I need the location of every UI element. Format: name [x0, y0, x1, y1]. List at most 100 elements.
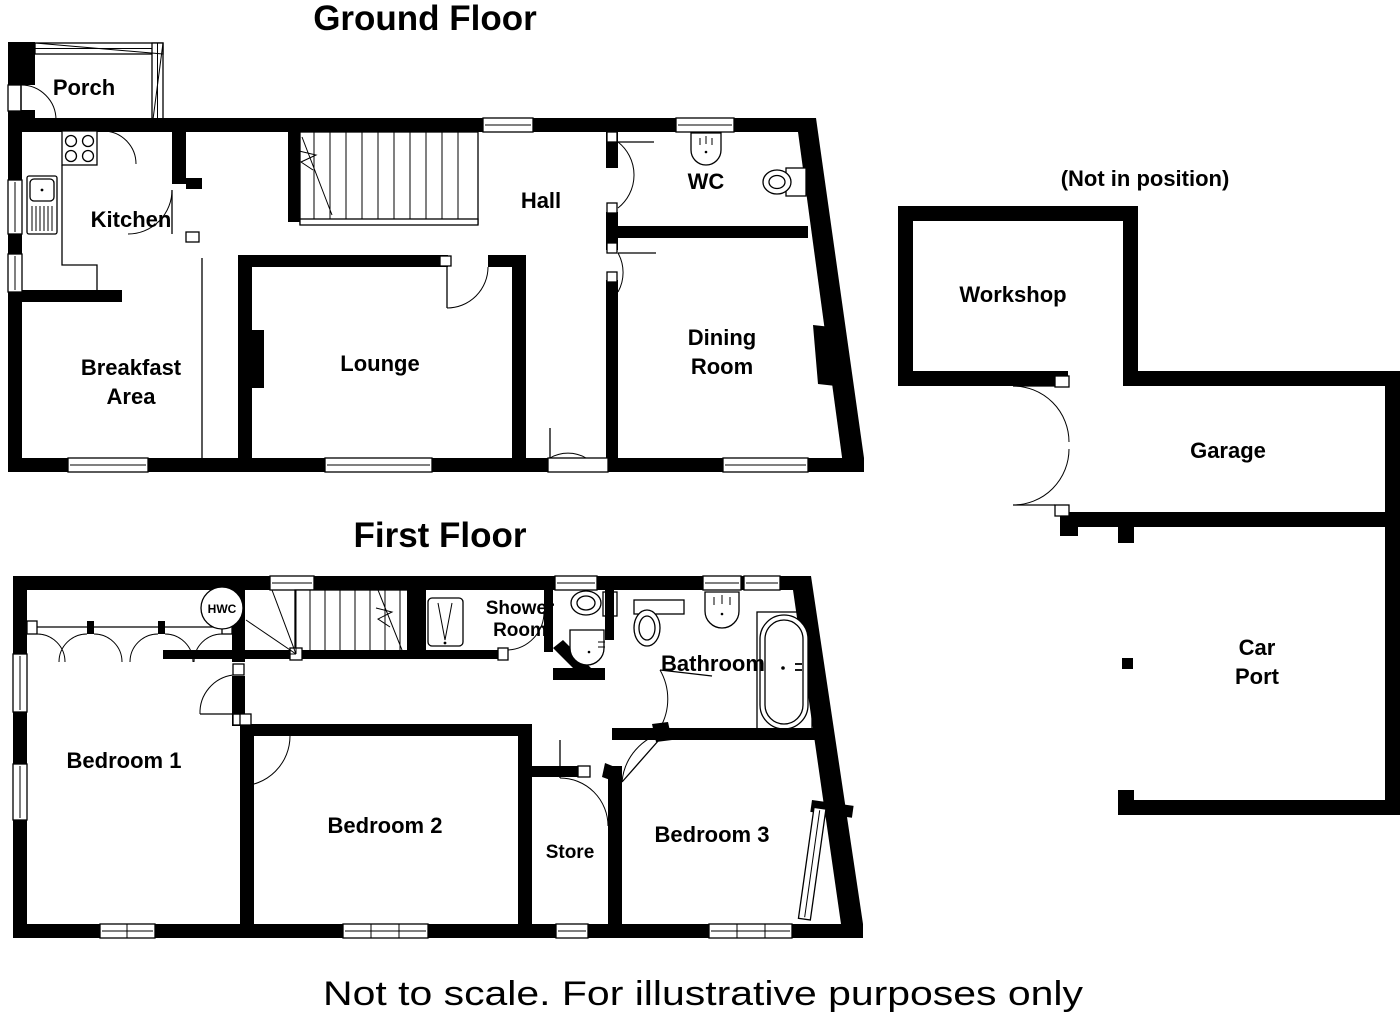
bed3-angled-window: [797, 806, 827, 921]
bed1-wardrobe-divider-1: [87, 621, 94, 634]
outbuildings-plan: Workshop Garage: [898, 206, 1400, 815]
garage-door-jamb-bottom: [1054, 504, 1070, 517]
bed2-wall-right: [518, 724, 532, 924]
bed1-wardrobe-end-l: [26, 620, 38, 635]
shower-wall-bottom-2: [553, 668, 605, 680]
lounge-door-swing: [446, 266, 489, 309]
ff-wall-bottom: [13, 924, 863, 938]
shower-wall-right: [544, 590, 553, 652]
bedroom-3-label: Bedroom 3: [655, 822, 770, 847]
car-port-wall-right: [1385, 525, 1400, 815]
gf-wall-bottom: [8, 458, 864, 472]
kitchen-wall-bottom: [22, 290, 122, 302]
wc-door-jamb-top: [606, 131, 618, 143]
hall-wall-wc-lower: [606, 212, 618, 250]
ff-wall-left-c: [13, 820, 27, 938]
shower-wall-angled: [553, 640, 592, 677]
hob-burner-1: [64, 134, 78, 148]
ff-stairs-direction-line: [377, 589, 403, 651]
ff-stairs-direction-arrow: [375, 607, 394, 628]
bedroom-1-structure: [26, 586, 245, 726]
bathroom-door-post: [652, 722, 672, 742]
gf-wall-top-left: [8, 118, 143, 132]
shower-tray: [427, 597, 464, 647]
bedroom-3-structure: [621, 731, 854, 921]
ff-stairs-treads: [309, 590, 401, 654]
bed2-door-jamb: [239, 713, 252, 726]
kitchen-sink: [26, 175, 58, 235]
bathroom-bath-inner: [764, 619, 804, 725]
breakfast-area-label-line2: Area: [107, 384, 157, 409]
bed2-wall-left: [240, 724, 254, 924]
kitchen-sink-plug: [40, 188, 44, 192]
store-door-post: [602, 763, 620, 782]
dining-door-swing: [617, 252, 624, 293]
bathroom-structure: [612, 591, 832, 742]
gf-wall-left-c: [8, 290, 22, 472]
bed1-wardrobe-swing-3: [93, 633, 123, 663]
garage-wall-bottom: [1060, 512, 1400, 527]
garage-structure: [1012, 206, 1400, 536]
ff-outer-walls: [12, 575, 863, 939]
car-port-label-line1: Car: [1239, 635, 1276, 660]
hwc-label: HWC: [208, 602, 237, 616]
bathroom-wall-bottom: [612, 728, 832, 740]
kitchen-sink-drainer: [31, 206, 53, 231]
wc-label: WC: [688, 169, 725, 194]
hall-label: Hall: [521, 188, 561, 213]
bathroom-door-swing: [659, 669, 669, 729]
garage-door-jamb-top: [1054, 375, 1070, 388]
shower-room-structure: [419, 590, 618, 680]
lounge-label: Lounge: [340, 351, 419, 376]
kitchen-sink-bowl: [29, 178, 55, 202]
hob-burner-3: [64, 149, 78, 163]
wc-basin: [690, 132, 722, 166]
store-label: Store: [546, 842, 595, 863]
stairs-nosing: [299, 218, 479, 226]
ff-wall-left-a: [13, 576, 27, 654]
garage-wall-right: [1385, 371, 1400, 525]
footer-note: Not to scale. For illustrative purposes …: [323, 975, 1083, 1013]
shower-wall-left: [419, 590, 426, 652]
lounge-wall-right: [512, 255, 526, 458]
car-port-wall-bottom: [1118, 800, 1400, 815]
gf-back-door-opening: [547, 457, 609, 473]
ff-lobby-wc-seat: [576, 595, 596, 611]
wc-wall-bottom: [618, 226, 808, 238]
bathroom-wc-pan: [633, 609, 661, 647]
gf-wall-left-a: [8, 130, 22, 182]
lounge-door-jamb: [439, 255, 452, 267]
ground-floor-outer-walls: [7, 117, 864, 473]
stairs-body: [299, 131, 479, 225]
first-floor-plan: Bedroom 1 HWC: [12, 575, 863, 939]
stairs-direction-arrow: [298, 150, 318, 171]
wc-door-jamb-bottom: [606, 202, 618, 214]
porch-wall-left-top: [8, 42, 35, 85]
wc-basin-plug: [704, 150, 708, 154]
store-door-swing: [559, 777, 609, 827]
ground-floor-title: Ground Floor: [313, 0, 537, 38]
ff-lobby-wc-pan: [570, 590, 602, 616]
porch-door-swing: [20, 84, 57, 121]
kitchen-door-swing-hall: [127, 189, 173, 235]
bedroom-2-label: Bedroom 2: [328, 813, 443, 838]
hob-burner-2: [81, 134, 95, 148]
bed1-wardrobe-divider-2: [158, 621, 165, 634]
wc-pan-seat: [768, 174, 786, 190]
stairs-direction-line: [301, 136, 333, 216]
car-port-pillar: [1122, 658, 1133, 669]
shower-door-jamb: [497, 647, 509, 661]
workshop-wall-left: [898, 206, 913, 382]
hot-water-cylinder: [200, 586, 244, 630]
first-floor-title: First Floor: [353, 516, 526, 555]
bathroom-wc-seat: [638, 615, 656, 641]
porch-door-leaf: [7, 84, 22, 112]
kitchen-worktop: [61, 165, 98, 290]
store-structure: [532, 740, 622, 924]
gf-back-door-swing: [549, 452, 587, 459]
store-wall-top: [532, 766, 580, 777]
bed3-door-swing: [621, 731, 667, 783]
dining-door-jamb-bottom: [606, 271, 618, 283]
